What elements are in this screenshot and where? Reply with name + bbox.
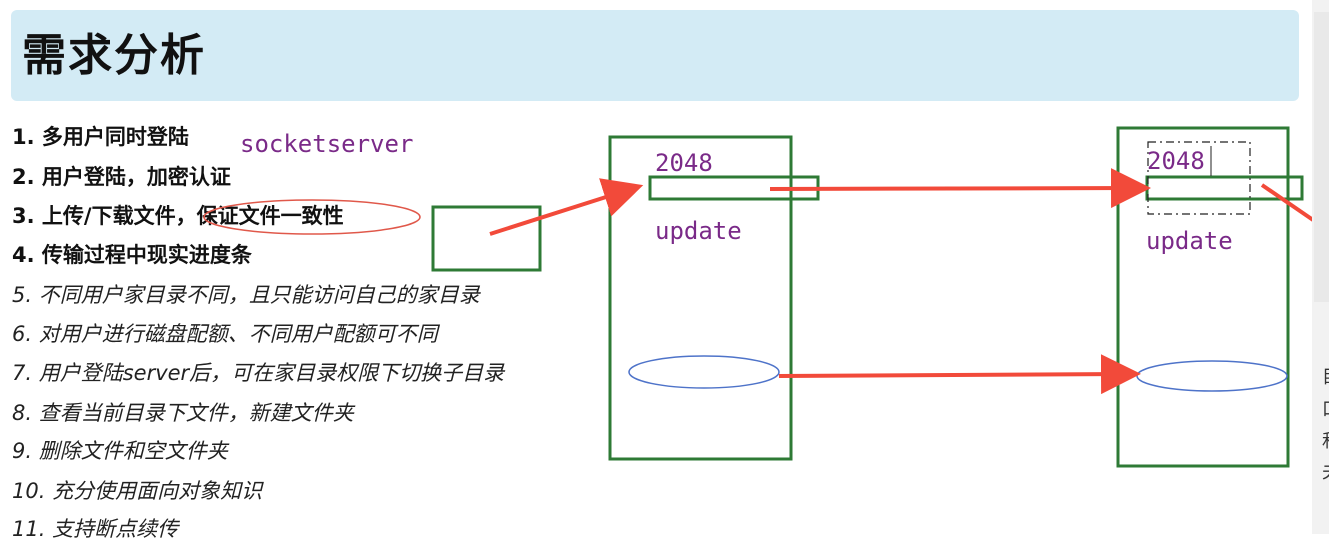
requirement-5: 5. 不同用户家目录不同，且只能访问自己的家目录 bbox=[12, 283, 480, 307]
requirement-10: 10. 充分使用面向对象知识 bbox=[12, 479, 263, 503]
right-edge-char-4: 夫 bbox=[1322, 463, 1329, 483]
right-edge-panel bbox=[1312, 0, 1329, 534]
requirement-7: 7. 用户登陆server后，可在家目录权限下切换子目录 bbox=[12, 361, 505, 385]
right-edge-char-2: 口 bbox=[1322, 400, 1329, 420]
highlight-ellipse bbox=[203, 199, 421, 235]
right-edge-shade bbox=[1314, 12, 1329, 302]
server-box bbox=[1116, 126, 1290, 468]
arrow-small-to-client bbox=[489, 178, 644, 236]
socketserver-note: socketserver bbox=[240, 130, 414, 158]
requirement-9: 9. 删除文件和空文件夹 bbox=[12, 439, 228, 463]
requirement-2: 2. 用户登陆，加密认证 bbox=[12, 165, 231, 189]
arrow-server-outward bbox=[1260, 183, 1318, 224]
requirement-1: 1. 多用户同时登陆 bbox=[12, 125, 189, 149]
arrow-client-to-server-ellipse bbox=[778, 354, 1141, 395]
right-edge-char-1: 目 bbox=[1322, 368, 1329, 388]
server-method-label: update bbox=[1146, 227, 1233, 255]
server-ellipse bbox=[1136, 360, 1288, 392]
arrow-client-to-server-size bbox=[769, 168, 1151, 209]
server-size-label: 2048 bbox=[1147, 147, 1205, 175]
requirement-3: 3. 上传/下载文件，保证文件一致性 bbox=[12, 204, 344, 228]
client-ellipse bbox=[628, 355, 780, 389]
page-title: 需求分析 bbox=[22, 30, 206, 81]
right-edge-char-3: 和 bbox=[1322, 432, 1329, 452]
requirement-8: 8. 查看当前目录下文件，新建文件夹 bbox=[12, 401, 354, 425]
requirement-6: 6. 对用户进行磁盘配额、不同用户配额可不同 bbox=[12, 322, 438, 346]
requirement-4: 4. 传输过程中现实进度条 bbox=[12, 243, 252, 267]
client-size-label: 2048 bbox=[655, 149, 713, 177]
client-method-label: update bbox=[655, 217, 742, 245]
client-box bbox=[608, 135, 793, 461]
title-band bbox=[11, 10, 1299, 101]
file-box-small bbox=[431, 205, 542, 272]
